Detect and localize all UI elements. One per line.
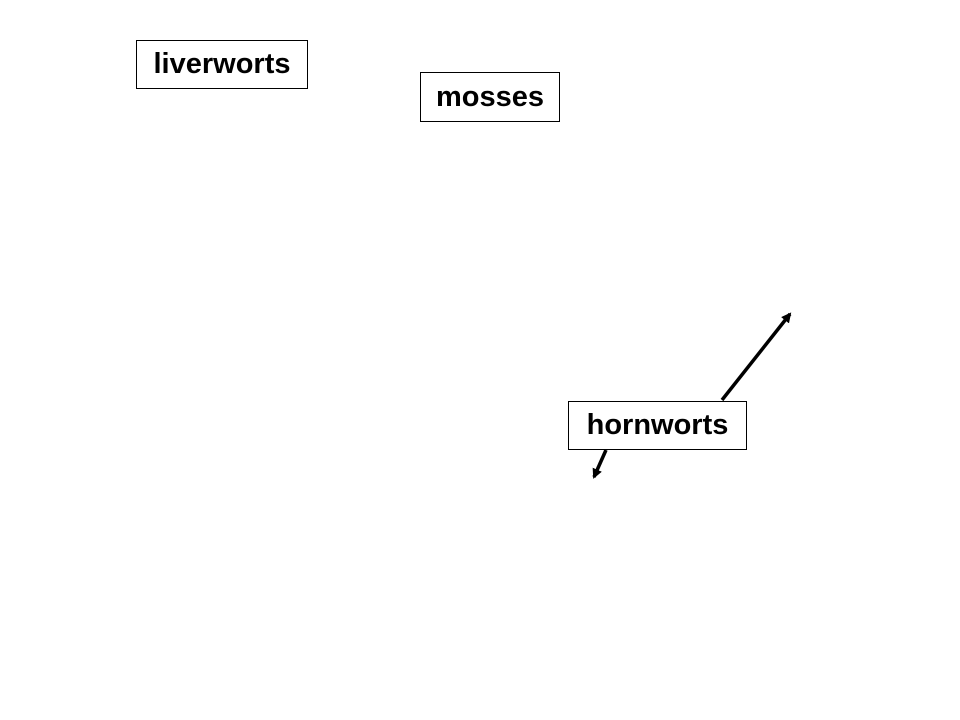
hornworts-label: hornworts bbox=[568, 401, 747, 450]
arrow-down-left bbox=[592, 449, 608, 479]
liverworts-label: liverworts bbox=[136, 40, 308, 89]
liverworts-text: liverworts bbox=[153, 48, 291, 80]
arrow-up-right bbox=[720, 312, 792, 402]
mosses-label: mosses bbox=[420, 72, 560, 122]
hornworts-text: hornworts bbox=[586, 409, 729, 441]
mosses-text: mosses bbox=[435, 80, 544, 113]
